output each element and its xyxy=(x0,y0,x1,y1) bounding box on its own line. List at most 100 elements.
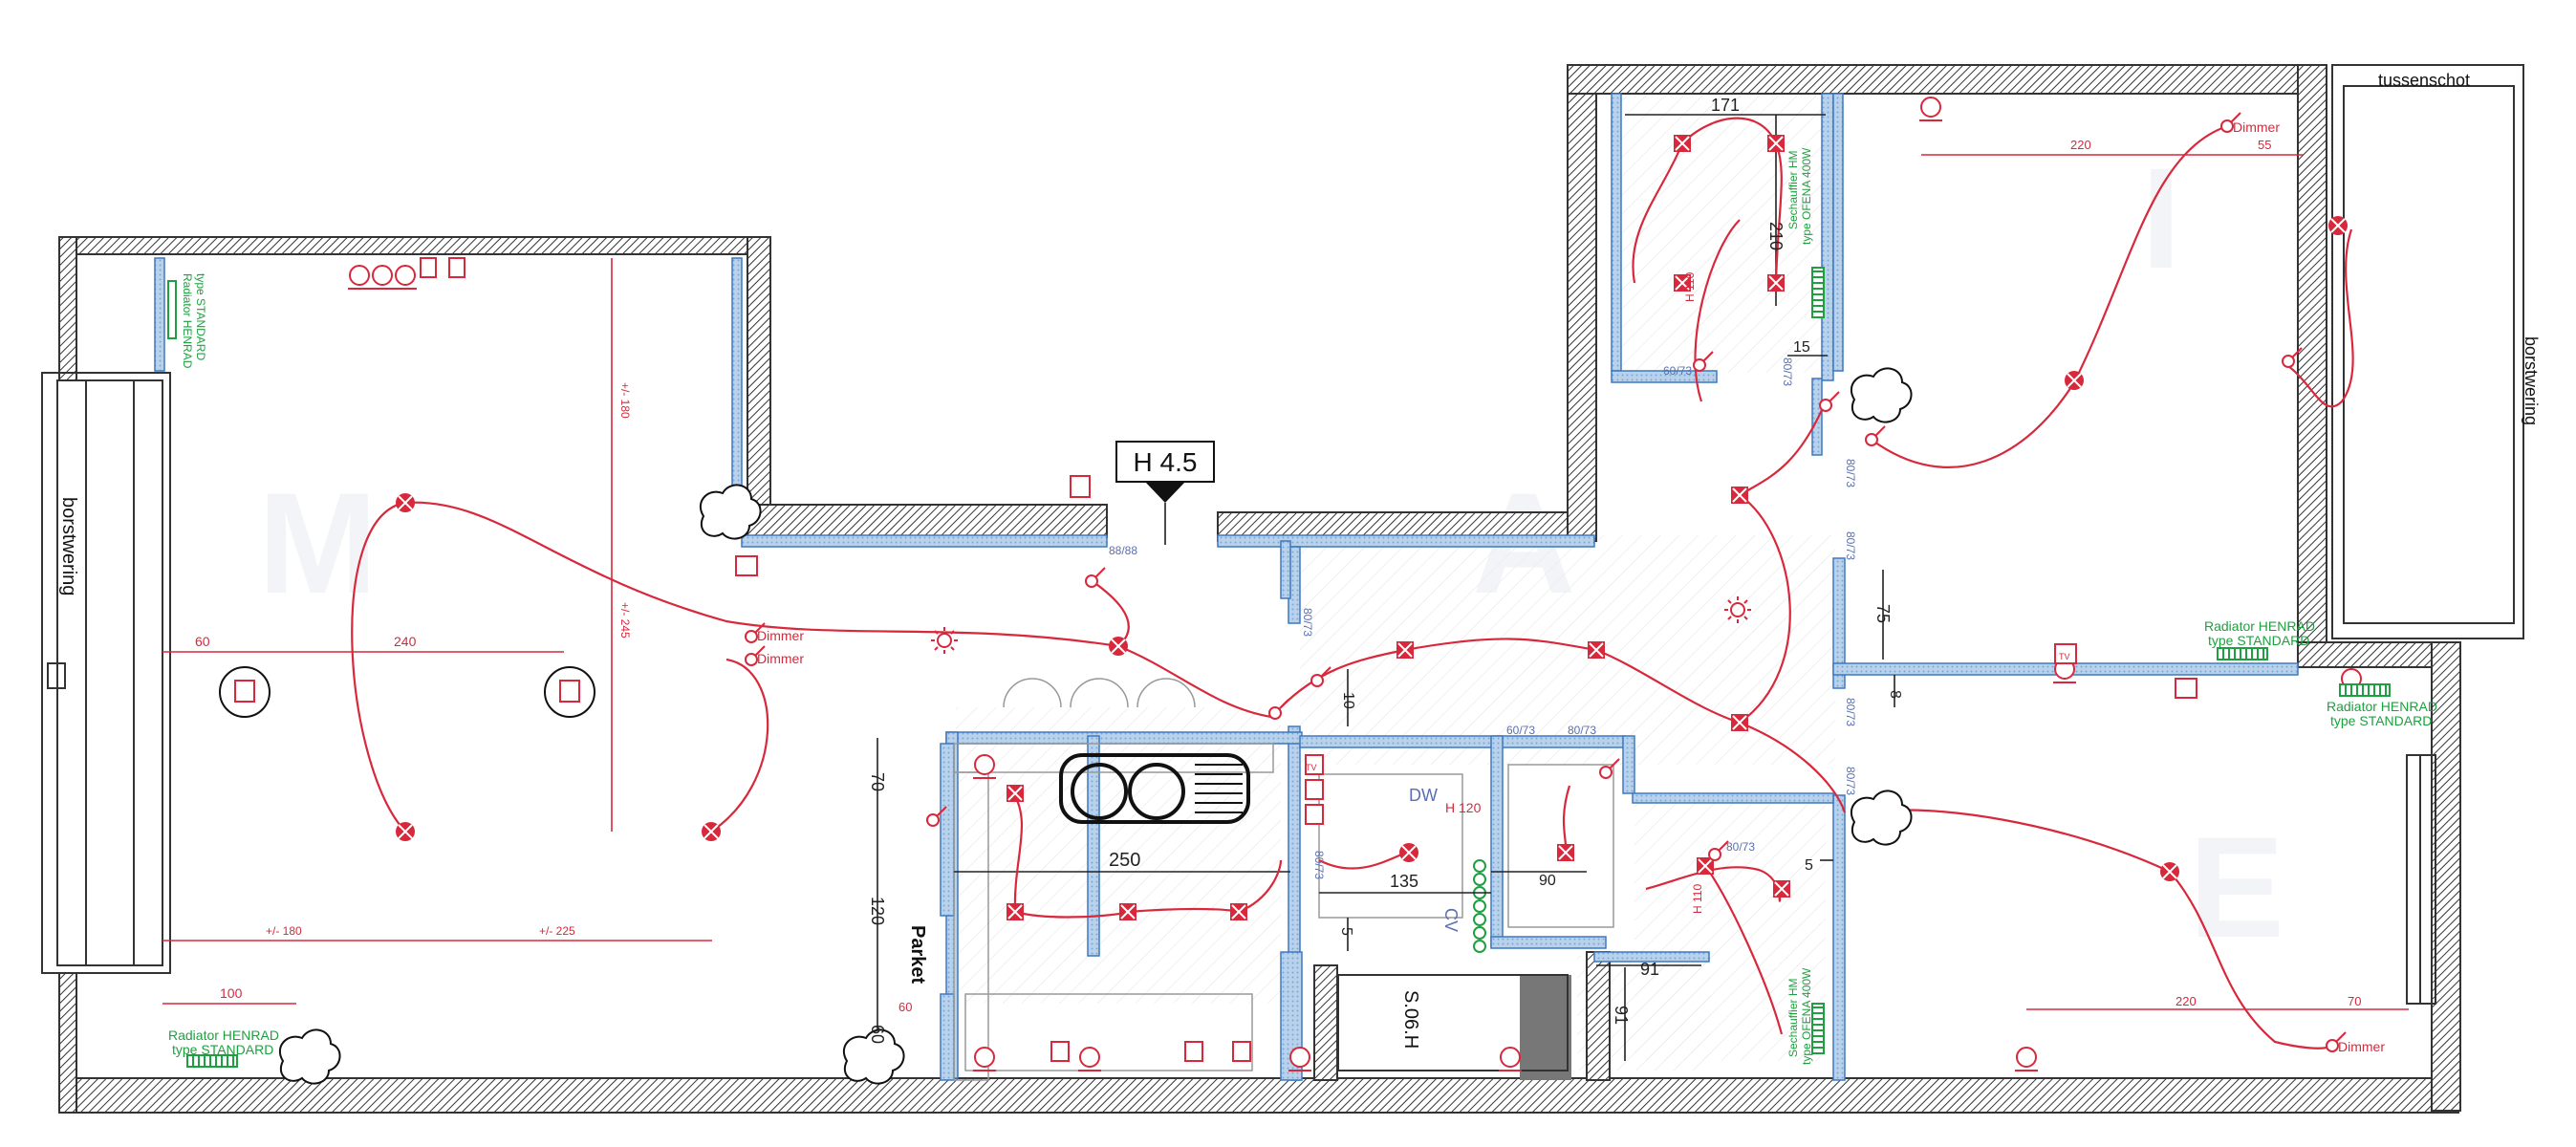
parket-label: Parket xyxy=(907,925,928,984)
socket-icon xyxy=(1918,97,1943,121)
wall-light-icon xyxy=(1006,902,1025,921)
door-label: 80/73 xyxy=(1844,531,1857,560)
outlet-box-icon xyxy=(2054,643,2077,664)
radiator-label: type STANDARD xyxy=(194,273,207,360)
dimension-15: 15 xyxy=(1793,339,1810,356)
dimension-60-vertical: 60 xyxy=(868,1025,887,1044)
wall-light-icon xyxy=(1772,879,1791,898)
outlet-boxes xyxy=(420,257,2197,1062)
switch-icon xyxy=(1819,391,1840,412)
dimension-70: 70 xyxy=(868,772,887,791)
radiator-label: type STANDARD xyxy=(172,1042,273,1057)
data-points xyxy=(219,666,595,718)
towel-radiator-icon xyxy=(1811,1003,1825,1054)
dimension-220: 220 xyxy=(2070,138,2091,152)
wall-light-icon xyxy=(1730,486,1749,505)
dimension-5: 5 xyxy=(1338,927,1354,936)
dimension-70: 70 xyxy=(2348,994,2361,1008)
dimension-250: 250 xyxy=(1109,850,1140,871)
black-dimension-lines xyxy=(877,114,1895,1080)
dimension-120: 120 xyxy=(868,897,887,925)
wall-light-icon xyxy=(1766,134,1786,153)
plant-icon xyxy=(1850,367,1913,423)
shaft-label: S.06.H xyxy=(1400,990,1421,1049)
level-marker: H 4.5 xyxy=(1115,441,1215,545)
outlet-box-icon xyxy=(1305,804,1324,825)
sensor-icon xyxy=(931,627,958,654)
door-label: 60/73 xyxy=(1663,364,1692,378)
height-label: H 110 xyxy=(1683,272,1697,302)
windows xyxy=(41,64,2524,1080)
outlet-box-icon xyxy=(448,257,465,278)
lamp-icon xyxy=(2064,370,2085,391)
wall-light-icon xyxy=(1396,640,1415,660)
dimension-225: +/- 225 xyxy=(539,924,575,938)
socket-icon xyxy=(1498,1047,1523,1071)
plant-icon xyxy=(1850,790,1913,846)
tussenschot-label: tussenschot xyxy=(2378,71,2470,90)
dimmer-label: Dimmer xyxy=(2338,1039,2385,1054)
dimension-91-vertical: 91 xyxy=(1612,1006,1631,1025)
sensor-icon xyxy=(1724,596,1751,623)
socket-icon xyxy=(972,1047,997,1071)
borstwering-left-label: borstwering xyxy=(58,497,79,595)
towel-radiator-label: type OFENA 400W xyxy=(1800,967,1813,1065)
wall-light-icon xyxy=(1766,273,1786,292)
dimension-100: 100 xyxy=(220,985,243,1001)
radiator-label: Radiator HENRAD xyxy=(2327,699,2437,714)
dimension-240: 240 xyxy=(394,634,417,649)
lamp-icon xyxy=(2159,861,2180,882)
dimension-75: 75 xyxy=(1873,604,1893,623)
switch-icon xyxy=(1085,567,1106,588)
watermark: M A I E xyxy=(258,138,2284,967)
lamp-icon xyxy=(1108,636,1129,657)
outlet-box-icon xyxy=(1070,475,1091,498)
radiator-icon xyxy=(2339,683,2391,697)
radiator-label: Radiator HENRAD xyxy=(2204,618,2315,634)
lamp-icon xyxy=(395,821,416,842)
motion-sensors xyxy=(931,596,1751,654)
dimension-171: 171 xyxy=(1711,96,1740,115)
dimension-180: +/- 180 xyxy=(266,924,302,938)
svg-text:M: M xyxy=(258,463,378,623)
level-marker-label: H 4.5 xyxy=(1134,447,1198,477)
towel-radiator-label: Sechauffier HM xyxy=(1786,151,1800,229)
cv-label: CV xyxy=(1441,908,1461,932)
dimension-91: 91 xyxy=(1640,960,1659,979)
wall-light-icon xyxy=(1118,902,1137,921)
outlet-box-icon xyxy=(1305,779,1324,800)
lamp-icon xyxy=(395,492,416,513)
tv-outlet-label: TV xyxy=(1306,763,1317,772)
dimension-55: 55 xyxy=(2258,138,2271,152)
door-label: 80/73 xyxy=(1844,698,1857,726)
kitchen xyxy=(953,678,1614,1081)
radiator-label: Radiator HENRAD xyxy=(181,273,194,369)
socket-icon xyxy=(370,265,395,290)
socket-icon xyxy=(1077,1047,1102,1071)
towel-radiator-label: Sechauffier HM xyxy=(1786,979,1800,1057)
dimension-5: 5 xyxy=(1805,857,1813,874)
dimmer-label: Dimmer xyxy=(757,628,804,643)
door-label: 80/73 xyxy=(1781,357,1794,386)
height-label: H 120 xyxy=(1445,800,1482,815)
svg-text:E: E xyxy=(2189,807,2284,967)
towel-radiator-label: type OFENA 400W xyxy=(1800,147,1813,245)
wall-light-icon xyxy=(1229,902,1248,921)
dishwasher-label: DW xyxy=(1409,786,1438,805)
door-label: 88/88 xyxy=(1109,544,1137,557)
dimension-60: 60 xyxy=(898,1000,912,1014)
outlet-box-icon xyxy=(1050,1041,1070,1062)
socket-icon xyxy=(347,265,372,290)
outlet-box-icon xyxy=(1232,1041,1251,1062)
outlet-box-icon xyxy=(735,555,758,576)
switch-icon xyxy=(1268,699,1289,720)
outlet-box-icon xyxy=(420,257,437,278)
towel-radiator-icon xyxy=(1811,267,1825,318)
lamp-icon xyxy=(1398,842,1419,863)
cv-unit xyxy=(1473,859,1486,953)
switch-icon xyxy=(1865,425,1886,446)
outlet-box-icon xyxy=(1184,1041,1203,1062)
dimension-135: 135 xyxy=(1390,872,1418,891)
door-label: 80/73 xyxy=(1844,767,1857,795)
